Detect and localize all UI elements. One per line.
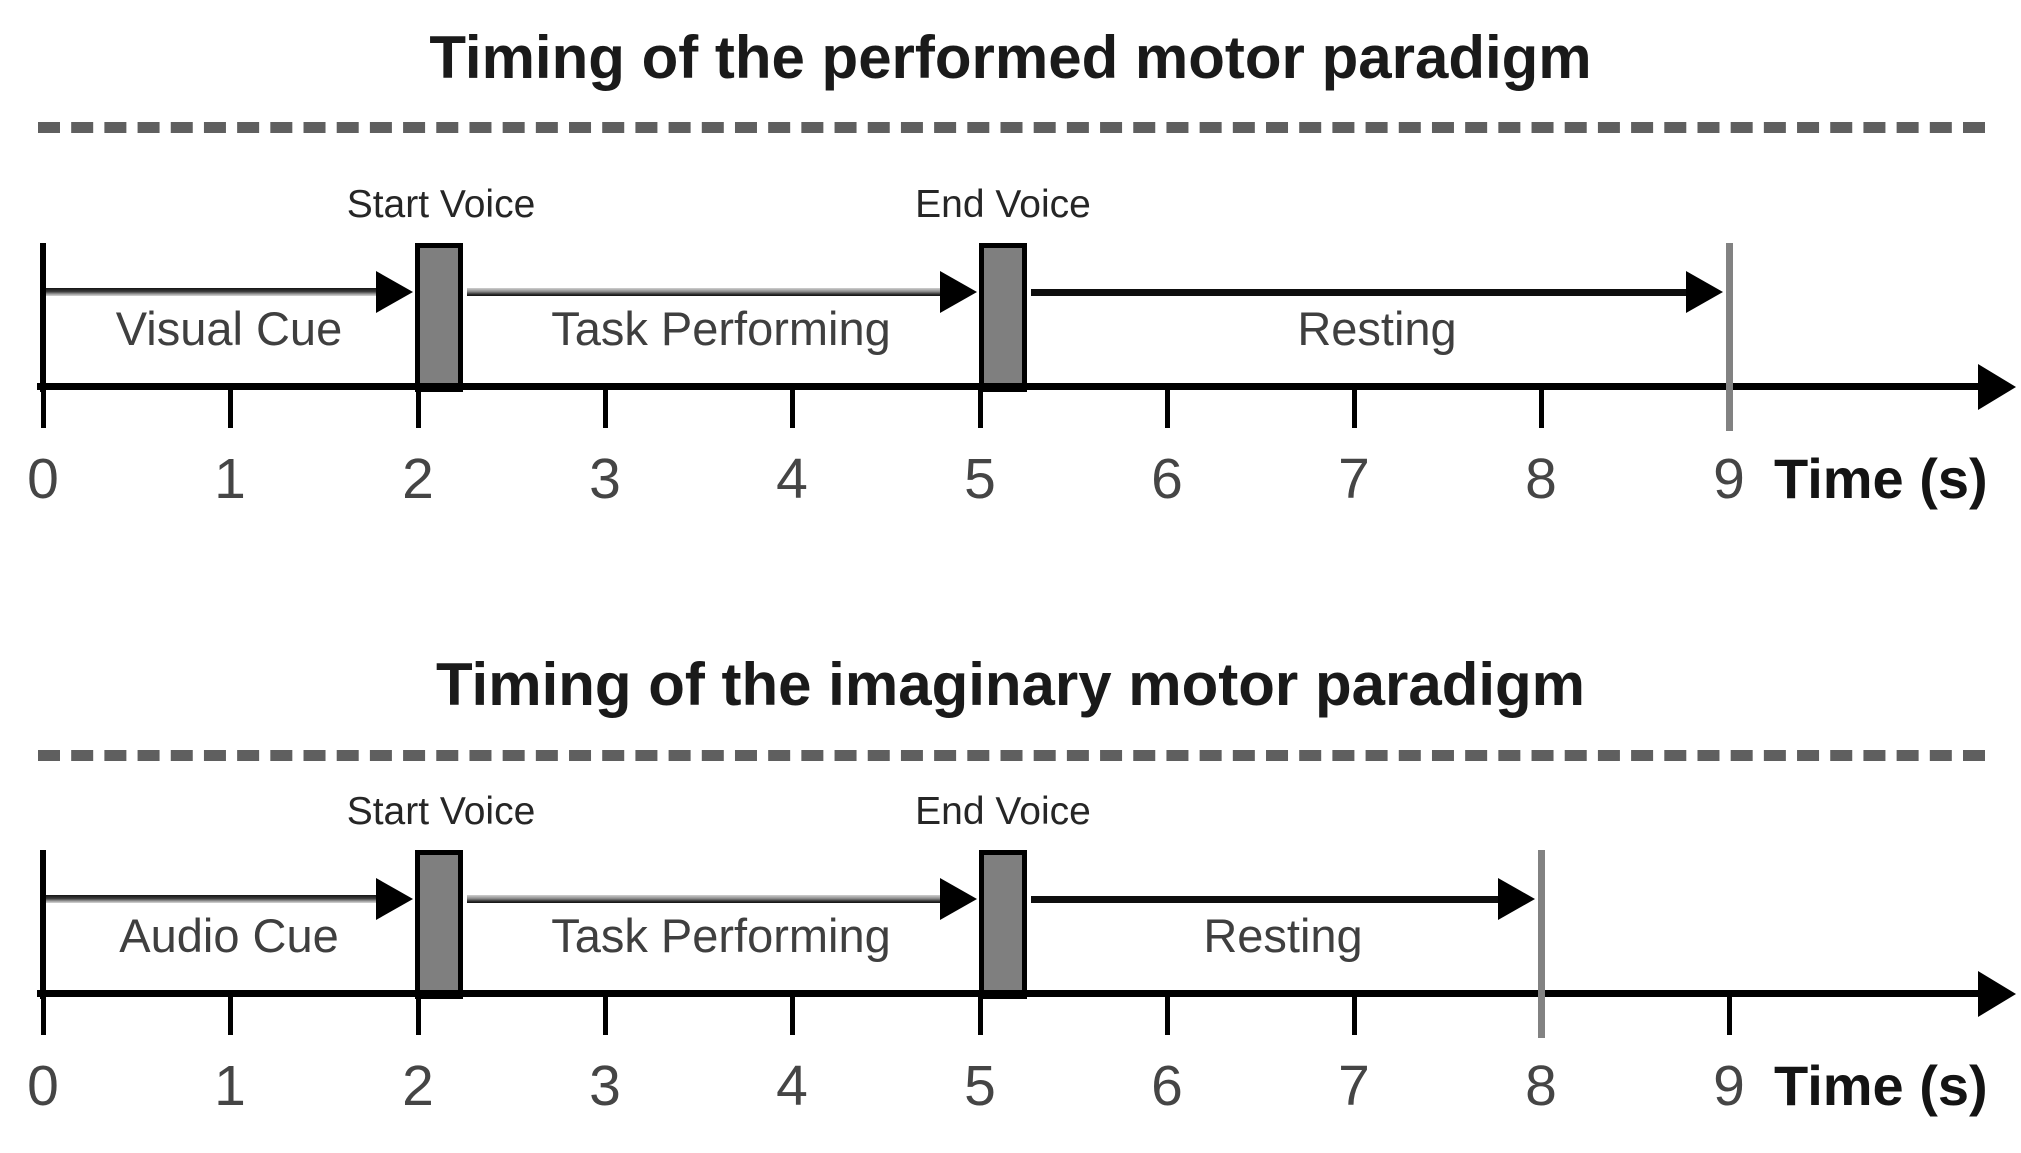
tick-t8 (1539, 390, 1544, 428)
phase-label-resting: Resting (1203, 909, 1363, 962)
tick-label-2: 2 (402, 1054, 434, 1118)
tick-t0 (41, 997, 46, 1035)
resting-arrow-shaft (1031, 896, 1499, 903)
resting-arrow-shaft (1031, 289, 1687, 296)
tick-label-2: 2 (402, 447, 434, 511)
tick-label-3: 3 (589, 447, 621, 511)
tick-label-0: 0 (27, 1054, 59, 1118)
tick-t4 (790, 390, 795, 428)
tick-t5 (978, 997, 983, 1035)
tick-label-7: 7 (1338, 447, 1370, 511)
resting-arrowhead-icon (1498, 878, 1535, 920)
tick-label-9: 9 (1713, 1054, 1745, 1118)
task-arrow-shaft (467, 895, 941, 903)
trial-end-line (1538, 850, 1545, 1038)
end-voice-marker-bar (979, 850, 1027, 999)
tick-label-8: 8 (1525, 447, 1557, 511)
tick-t2 (416, 390, 421, 428)
time-axis (37, 990, 1981, 997)
axis-arrowhead-icon (1978, 971, 2016, 1017)
start-voice-label: Start Voice (346, 183, 536, 226)
start-voice-marker-bar (415, 243, 463, 392)
diagram-performed: Timing of the performed motor paradigm S… (0, 0, 2021, 546)
tick-label-4: 4 (776, 1054, 808, 1118)
end-voice-label: End Voice (915, 183, 1091, 226)
time-axis (37, 383, 1981, 390)
tick-label-7: 7 (1338, 1054, 1370, 1118)
axis-arrowhead-icon (1978, 364, 2016, 410)
origin-line (40, 850, 46, 999)
tick-t7 (1352, 390, 1357, 428)
tick-t6 (1165, 390, 1170, 428)
task-arrowhead-icon (940, 271, 977, 313)
cue-arrow-shaft (46, 895, 377, 903)
phase-label-task-performing: Task Performing (551, 909, 891, 962)
tick-t7 (1352, 997, 1357, 1035)
diagram-imaginary: Timing of the imaginary motor paradigm S… (0, 607, 2021, 1153)
tick-label-9: 9 (1713, 447, 1745, 511)
tick-label-5: 5 (964, 1054, 996, 1118)
phase-label-resting: Resting (1297, 302, 1457, 355)
tick-t6 (1165, 997, 1170, 1035)
tick-t3 (603, 390, 608, 428)
tick-t2 (416, 997, 421, 1035)
origin-line (40, 243, 46, 392)
tick-label-6: 6 (1151, 1054, 1183, 1118)
time-unit-label: Time (s) (1774, 447, 1988, 510)
end-voice-label: End Voice (915, 790, 1091, 833)
dashed-divider-rule (38, 750, 1985, 761)
phase-label-visual-cue: Visual Cue (115, 302, 343, 355)
tick-label-8: 8 (1525, 1054, 1557, 1118)
tick-t9 (1727, 997, 1732, 1035)
tick-t0 (41, 390, 46, 428)
tick-label-5: 5 (964, 447, 996, 511)
end-voice-marker-bar (979, 243, 1027, 392)
cue-arrowhead-icon (376, 878, 413, 920)
resting-arrowhead-icon (1686, 271, 1723, 313)
phase-label-audio-cue: Audio Cue (119, 909, 339, 962)
phase-label-task-performing: Task Performing (551, 302, 891, 355)
tick-label-4: 4 (776, 447, 808, 511)
tick-label-3: 3 (589, 1054, 621, 1118)
tick-label-6: 6 (1151, 447, 1183, 511)
dashed-divider-rule (38, 122, 1985, 133)
tick-t1 (228, 390, 233, 428)
time-unit-label: Time (s) (1774, 1054, 1988, 1117)
tick-t5 (978, 390, 983, 428)
start-voice-label: Start Voice (346, 790, 536, 833)
task-arrow-shaft (467, 288, 941, 296)
tick-t1 (228, 997, 233, 1035)
task-arrowhead-icon (940, 878, 977, 920)
cue-arrow-shaft (46, 288, 377, 296)
tick-label-1: 1 (214, 1054, 246, 1118)
diagram-title: Timing of the imaginary motor paradigm (435, 651, 1586, 718)
trial-end-line (1726, 243, 1733, 431)
tick-t3 (603, 997, 608, 1035)
diagram-title: Timing of the performed motor paradigm (429, 24, 1592, 91)
tick-label-1: 1 (214, 447, 246, 511)
tick-t4 (790, 997, 795, 1035)
tick-label-0: 0 (27, 447, 59, 511)
cue-arrowhead-icon (376, 271, 413, 313)
